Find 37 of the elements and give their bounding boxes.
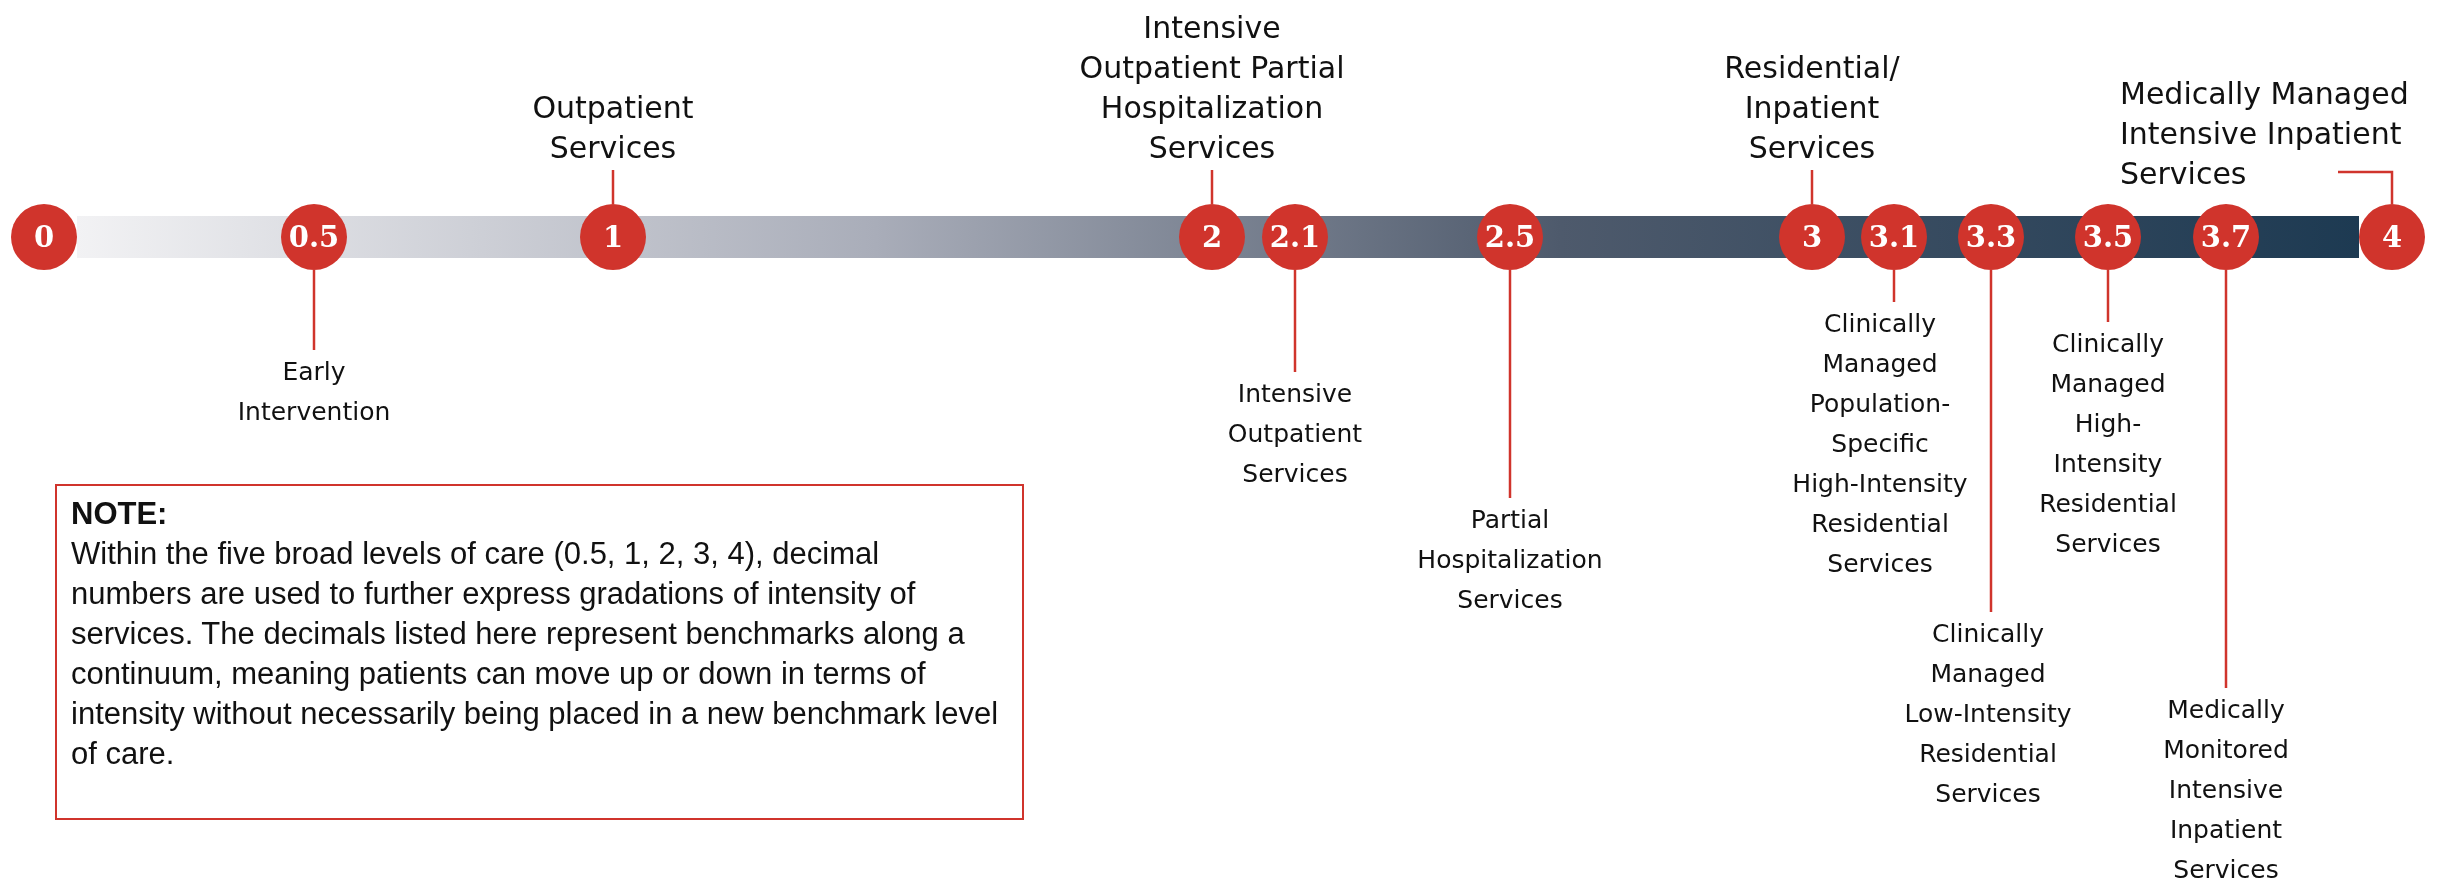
leader-line [312, 270, 316, 350]
leader-line [2224, 270, 2228, 688]
level-circle: 3.1 [1861, 204, 1927, 270]
level-label: Medically Managed Intensive Inpatient Services [2120, 74, 2420, 194]
level-label: Clinically Managed Population-Specific High-Intensity Residential Services [1791, 304, 1969, 584]
level-circle: 4 [2359, 204, 2425, 270]
leader-line [1508, 270, 1512, 498]
level-circle: 2.5 [1477, 204, 1543, 270]
leader-line [611, 170, 615, 204]
leader-line [1210, 170, 1214, 204]
leader-line [1293, 270, 1297, 372]
level-circle: 2.1 [1262, 204, 1328, 270]
level-label: Residential/ Inpatient Services [1702, 48, 1922, 168]
level-label: Intensive Outpatient Partial Hospitalization Services [1064, 8, 1360, 168]
note-text: Within the five broad levels of care (0.5, 1, 2, 3, 4), decimal numbers are used to further express gradations of intensity of services. The decimals listed here represent benchmarks along a continuum, meaning patients can move up or down in terms of intensity without necessarily being placed in a new benchmark level of care. [71, 536, 999, 771]
level-label: Partial Hospitalization Services [1390, 500, 1630, 620]
level-label: Clinically Managed Low-Intensity Residential Services [1897, 614, 2079, 814]
leader-line [1810, 170, 1814, 204]
level-circle: 0 [11, 204, 77, 270]
level-circle: 3 [1779, 204, 1845, 270]
note-box [55, 484, 1024, 820]
level-label: Early Intervention [209, 352, 419, 432]
level-circle: 1 [580, 204, 646, 270]
level-circle: 2 [1179, 204, 1245, 270]
level-circle: 3.5 [2075, 204, 2141, 270]
level-label: Intensive Outpatient Services [1210, 374, 1380, 494]
level-circle: 3.3 [1958, 204, 2024, 270]
level-circle: 0.5 [281, 204, 347, 270]
leader-line [1989, 270, 1993, 612]
leader-line [2106, 270, 2110, 322]
level-circle: 3.7 [2193, 204, 2259, 270]
level-label: Outpatient Services [493, 88, 733, 168]
leader-line [1892, 270, 1896, 302]
note-heading: NOTE: [71, 495, 169, 533]
level-label: Medically Monitored Intensive Inpatient Services [2146, 690, 2306, 890]
level-label: Clinically Managed High-Intensity Residential Services [2028, 324, 2188, 564]
leader-line [2338, 170, 2394, 204]
